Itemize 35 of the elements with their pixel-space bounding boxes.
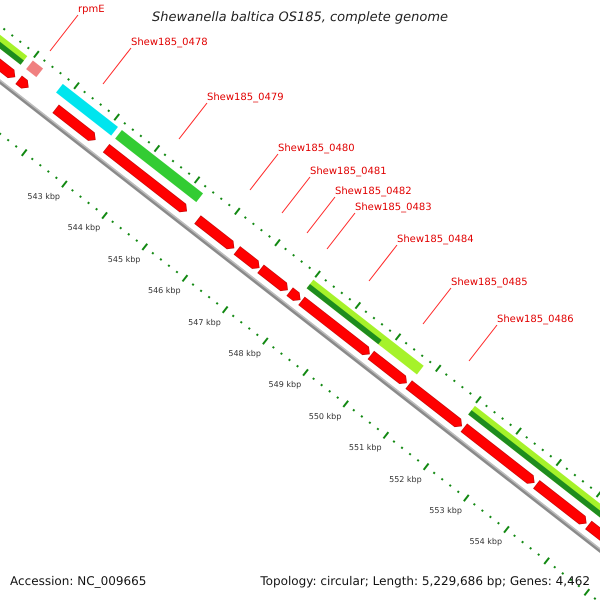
gene-label: Shew185_0483 (355, 202, 432, 214)
ruler-label: 554 kbp (469, 537, 502, 548)
gene-label: Shew185_0480 (278, 143, 355, 155)
ruler-label: 546 kbp (148, 286, 181, 296)
gene-label: Shew185_0485 (451, 277, 528, 289)
gene-label: Shew185_0486 (497, 314, 574, 326)
ruler-label: 550 kbp (308, 412, 342, 422)
leader-line (422, 288, 452, 324)
genome-info-text: Topology: circular; Length: 5,229,686 bp; Genes: 4,462 (260, 574, 590, 588)
ruler-label: 547 kbp (188, 318, 221, 328)
ruler-label: 552 kbp (389, 474, 422, 484)
ruler-label: 543 kbp (27, 192, 60, 202)
ruler-label: 545 kbp (108, 254, 140, 264)
leader-line (368, 244, 398, 282)
accession-text: Accession: NC_009665 (10, 574, 146, 588)
ruler-label: 549 kbp (268, 380, 302, 390)
ruler-label: 548 kbp (228, 349, 261, 359)
gene-label: Shew185_0484 (397, 234, 474, 246)
leader-line (306, 196, 336, 234)
leader-line (178, 102, 208, 140)
gene-label: Shew185_0481 (310, 166, 387, 178)
gene-label: Shew185_0478 (131, 37, 208, 49)
gene-label: rpmE (78, 4, 105, 16)
leader-line (250, 154, 278, 190)
gene-label: Shew185_0479 (207, 92, 284, 104)
leader-line (50, 14, 78, 52)
ruler-label: 544 kbp (68, 223, 100, 234)
diagram-title: Shewanella baltica OS185, complete genome (152, 10, 448, 26)
leader-line (282, 176, 310, 214)
leader-line (326, 212, 356, 250)
gene-label: Shew185_0482 (335, 186, 412, 198)
ruler-label: 553 kbp (429, 506, 462, 516)
leader-line (102, 48, 132, 84)
leader-line (468, 324, 498, 362)
ruler-label: 551 kbp (348, 443, 382, 453)
